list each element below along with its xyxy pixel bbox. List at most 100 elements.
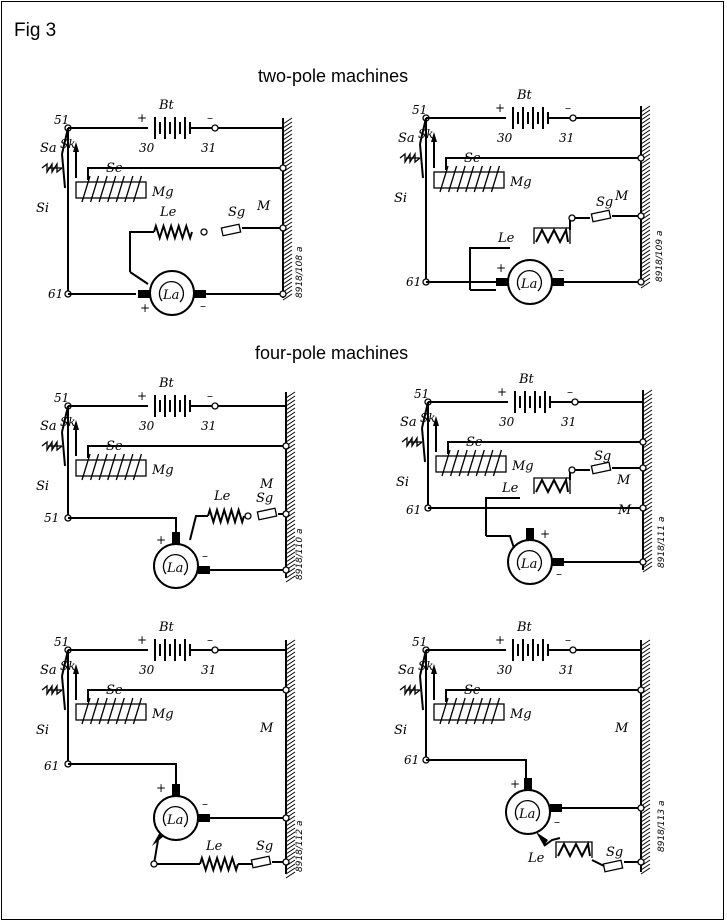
ground-hatch — [285, 827, 296, 835]
ground-hatch — [285, 551, 296, 559]
ground-hatch — [640, 811, 651, 819]
ground-hatch — [285, 771, 296, 779]
ground-hatch — [285, 435, 296, 443]
ground-hatch — [640, 133, 651, 141]
contact-arrow — [73, 142, 79, 152]
terminal-51-label: 51 — [412, 635, 427, 649]
section-title-two-pole: two-pole machines — [258, 66, 409, 86]
ground-hatch — [285, 831, 296, 839]
coil-turn — [124, 697, 134, 725]
section-title-four-pole: four-pole machines — [255, 343, 409, 363]
magnet-label: Mg — [511, 459, 534, 474]
brush — [526, 528, 534, 540]
field-le-label: Le — [501, 481, 519, 496]
terminal-51-label: 51 — [54, 391, 69, 405]
coil-turn — [484, 449, 494, 477]
switch-sa-label: Sa — [40, 663, 57, 678]
coil-turn — [467, 449, 477, 477]
brush — [550, 804, 562, 812]
ground-hatch — [642, 449, 653, 457]
terminal — [568, 466, 576, 474]
terminal-61-label: 61 — [44, 759, 59, 773]
terminal-51-label: 51 — [54, 635, 69, 649]
ground-label: M — [616, 473, 631, 488]
ground-hatch — [642, 445, 653, 453]
ground-hatch — [640, 225, 651, 233]
ground-hatch — [642, 525, 653, 533]
ground-hatch — [285, 475, 296, 483]
terminal — [637, 804, 645, 812]
ground-hatch — [640, 711, 651, 719]
battery-minus: – — [565, 633, 571, 647]
terminal — [571, 398, 579, 406]
field-le-label: Le — [497, 231, 515, 246]
terminal-30-label: 30 — [139, 141, 155, 155]
contact-arrow — [73, 664, 79, 674]
coil-turn — [490, 697, 501, 725]
magnet-core — [433, 171, 505, 189]
armature-plus: + — [496, 261, 506, 275]
ground-hatch — [282, 141, 293, 149]
ground-hatch — [642, 405, 653, 413]
ground-hatch — [282, 185, 293, 193]
ground-label: M — [259, 477, 274, 492]
ground-hatch — [642, 537, 653, 545]
terminal-51-label: 51 — [412, 103, 427, 117]
switch-sa-label: Sa — [398, 131, 415, 146]
ground-hatch — [640, 663, 651, 671]
coil-turn — [439, 165, 449, 193]
ground-hatch — [285, 519, 296, 527]
coil-turn — [465, 165, 475, 193]
battery-minus: – — [567, 385, 573, 399]
ground-hatch — [640, 679, 651, 687]
si-label: Si — [394, 723, 407, 738]
series-resistor — [590, 209, 612, 223]
ground-hatch — [285, 391, 296, 399]
ground-hatch — [282, 133, 293, 141]
ground-hatch — [640, 205, 651, 213]
ground-hatch — [285, 759, 296, 767]
ground-hatch — [285, 723, 296, 731]
terminal — [637, 212, 645, 220]
armature-minus: – — [202, 549, 208, 563]
ground-hatch — [282, 265, 293, 273]
terminal-31-label: 31 — [561, 415, 576, 429]
coil-turn — [81, 697, 91, 725]
field-winding — [199, 854, 239, 874]
sg-label: Sg — [228, 205, 245, 220]
ground-hatch — [640, 125, 651, 133]
ground-hatch — [642, 429, 653, 437]
ground-hatch — [285, 795, 296, 803]
ground-hatch — [642, 541, 653, 549]
ground-hatch — [285, 455, 296, 463]
terminal-61-label: 61 — [406, 275, 421, 289]
si-label: Si — [396, 475, 409, 490]
sg-label: Sg — [606, 845, 623, 860]
ground-hatch — [285, 707, 296, 715]
wire — [419, 675, 424, 711]
terminal — [282, 858, 290, 866]
ground-hatch — [640, 257, 651, 265]
magnet-label: Mg — [151, 463, 174, 478]
ground-hatch — [285, 739, 296, 747]
magnet-label: Mg — [509, 175, 532, 190]
sg-label: Sg — [596, 195, 613, 210]
ground-label: M — [259, 721, 274, 736]
brush — [536, 832, 548, 846]
ground-hatch — [285, 423, 296, 431]
terminal-30-label: 30 — [139, 663, 155, 677]
armature-label: La — [162, 288, 179, 303]
coil-turn — [447, 697, 458, 725]
ground-hatch — [640, 739, 651, 747]
wire — [426, 759, 527, 784]
ground-hatch — [285, 835, 296, 843]
ground-hatch — [282, 245, 293, 253]
ground-hatch — [285, 415, 296, 423]
armature-label: La — [518, 807, 535, 822]
ground-hatch — [642, 497, 653, 505]
ground-hatch — [640, 117, 651, 125]
ground-hatch — [285, 823, 296, 831]
ground-hatch — [282, 217, 293, 225]
terminal — [282, 510, 290, 518]
